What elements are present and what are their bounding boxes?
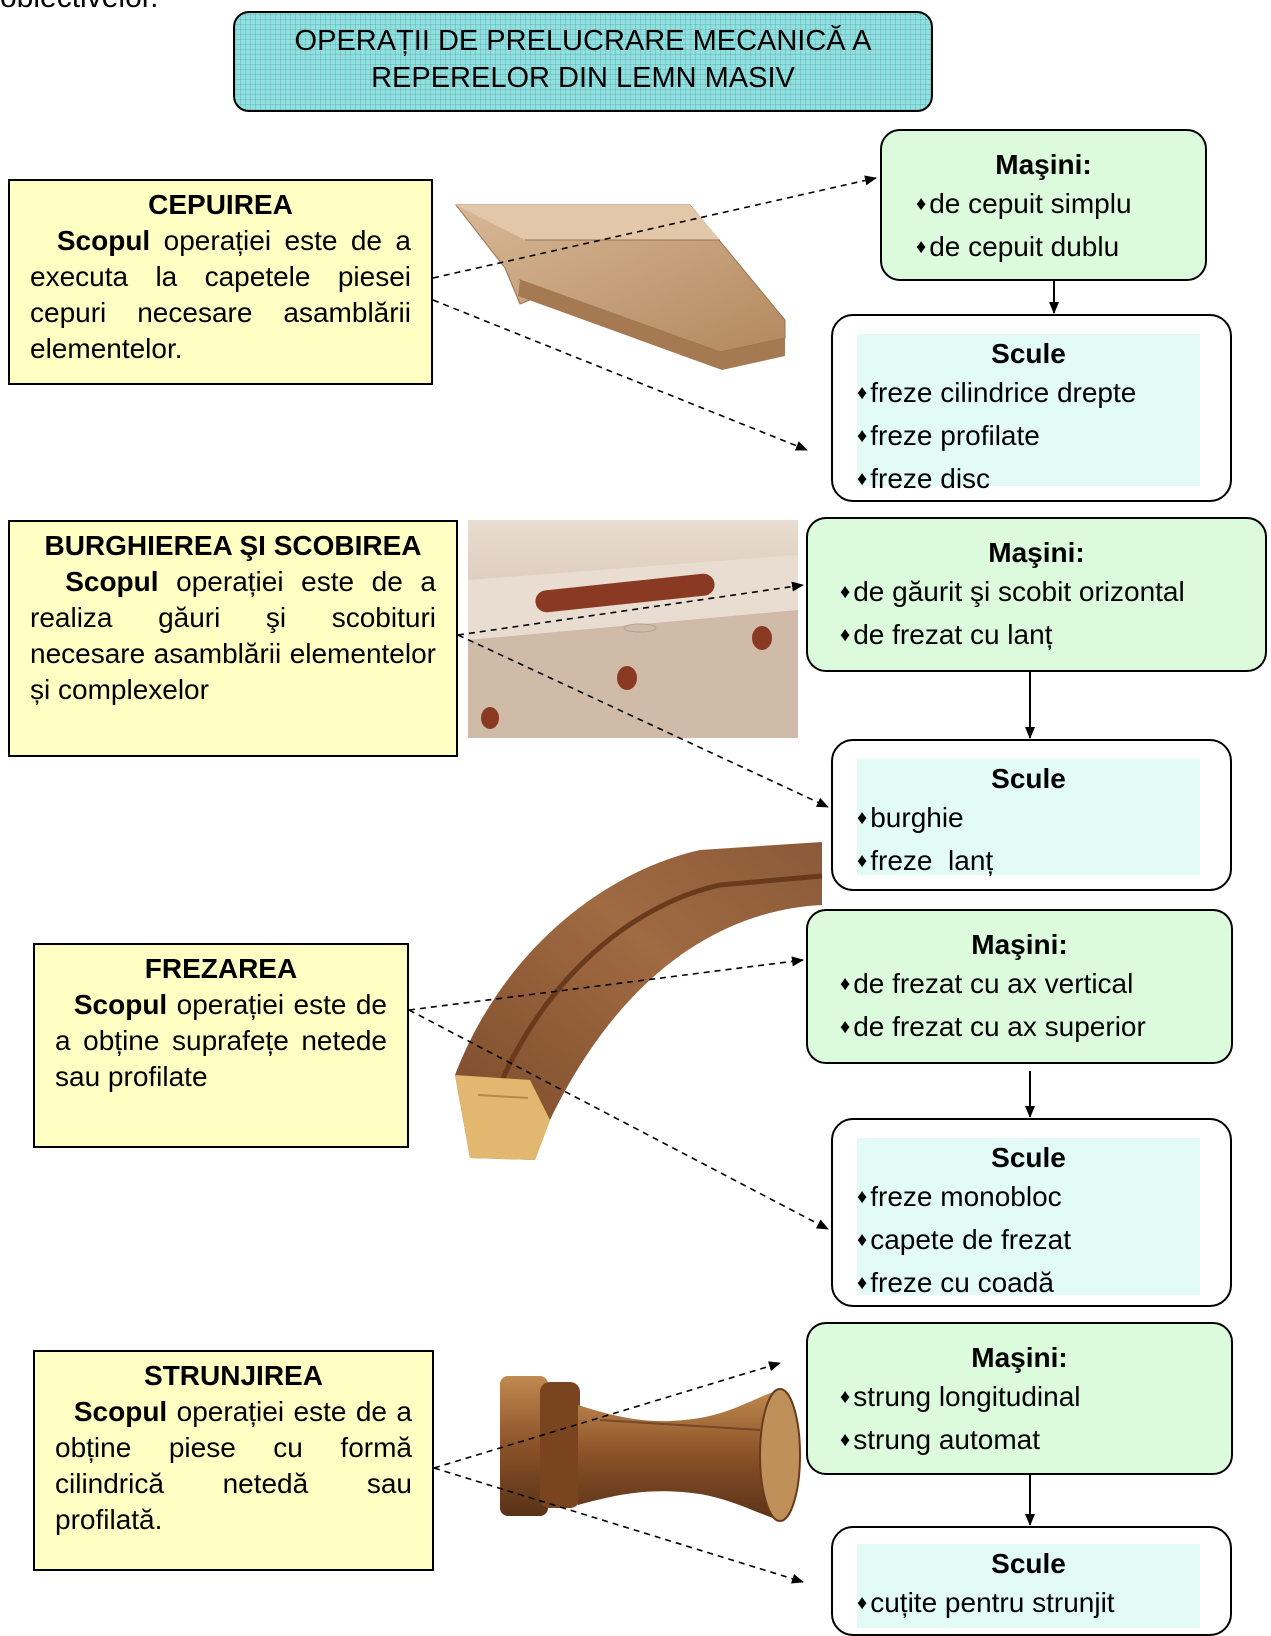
dashed-arrow: [458, 585, 803, 635]
dashed-arrow: [458, 635, 828, 807]
dashed-arrow: [409, 1010, 828, 1229]
dashed-arrow: [434, 1363, 780, 1468]
dashed-arrow: [433, 300, 807, 450]
dashed-arrow: [434, 1468, 803, 1582]
dashed-arrow: [433, 178, 876, 278]
dashed-arrow: [409, 960, 803, 1010]
